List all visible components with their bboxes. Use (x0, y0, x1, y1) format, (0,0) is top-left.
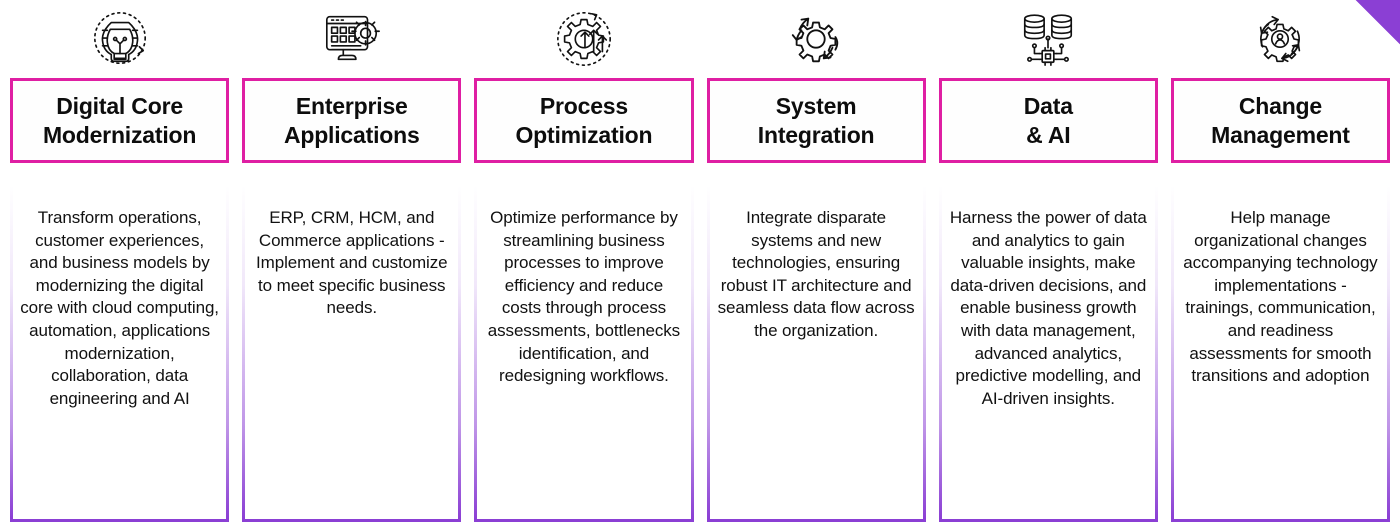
lightbulb-gear-icon (10, 0, 229, 78)
pillar-title-card[interactable]: Enterprise Applications (242, 78, 462, 163)
gear-growth-arrows-icon (474, 0, 693, 78)
pillar-description-card: ERP, CRM, HCM, and Commerce applications… (242, 185, 462, 522)
pillar-system-integration[interactable]: System Integration Integrate disparate s… (706, 0, 926, 522)
pillar-enterprise-applications[interactable]: Enterprise Applications ERP, CRM, HCM, a… (242, 0, 462, 522)
pillar-description-card: Integrate disparate systems and new tech… (706, 185, 926, 522)
monitor-apps-gear-icon (242, 0, 461, 78)
pillar-description: Help manage organizational changes accom… (1183, 208, 1378, 386)
pillar-description-card: Harness the power of data and analytics … (938, 185, 1159, 522)
pillar-title: Enterprise Applications (283, 92, 420, 148)
pillar-description: ERP, CRM, HCM, and Commerce applications… (256, 208, 448, 318)
pillar-title: Change Management (1211, 92, 1350, 148)
pillar-description: Transform operations, customer experienc… (20, 208, 219, 408)
pillar-description-card: Transform operations, customer experienc… (10, 185, 230, 522)
pillar-title: System Integration (757, 92, 875, 148)
pillar-title-card[interactable]: System Integration (706, 78, 926, 163)
pillar-description: Harness the power of data and analytics … (949, 208, 1147, 408)
pillar-data-and-ai[interactable]: Data & AI Harness the power of data and … (938, 0, 1159, 522)
gear-sync-arrows-icon (707, 0, 926, 78)
databases-chip-icon (939, 0, 1158, 78)
pillar-title-card[interactable]: Process Optimization (474, 78, 694, 163)
pillar-title-card[interactable]: Change Management (1170, 78, 1391, 163)
pillar-description-card: Optimize performance by streamlining bus… (474, 185, 694, 522)
pillar-title-card[interactable]: Data & AI (938, 78, 1158, 163)
pillar-title: Digital Core Modernization (42, 92, 197, 148)
pillar-description: Optimize performance by streamlining bus… (487, 208, 681, 386)
gear-person-cycle-icon (1171, 0, 1390, 78)
pillar-description: Integrate disparate systems and new tech… (717, 208, 915, 341)
pillar-title: Data & AI (1023, 92, 1073, 148)
pillar-title-card[interactable]: Digital Core Modernization (10, 78, 230, 163)
pillar-digital-core-modernization[interactable]: Digital Core Modernization Transform ope… (10, 0, 230, 522)
pillar-description-card: Help manage organizational changes accom… (1170, 185, 1391, 522)
pillar-process-optimization[interactable]: Process Optimization Optimize performanc… (474, 0, 694, 522)
pillar-change-management[interactable]: Change Management Help manage organizati… (1170, 0, 1391, 522)
pillar-title: Process Optimization (515, 92, 653, 148)
